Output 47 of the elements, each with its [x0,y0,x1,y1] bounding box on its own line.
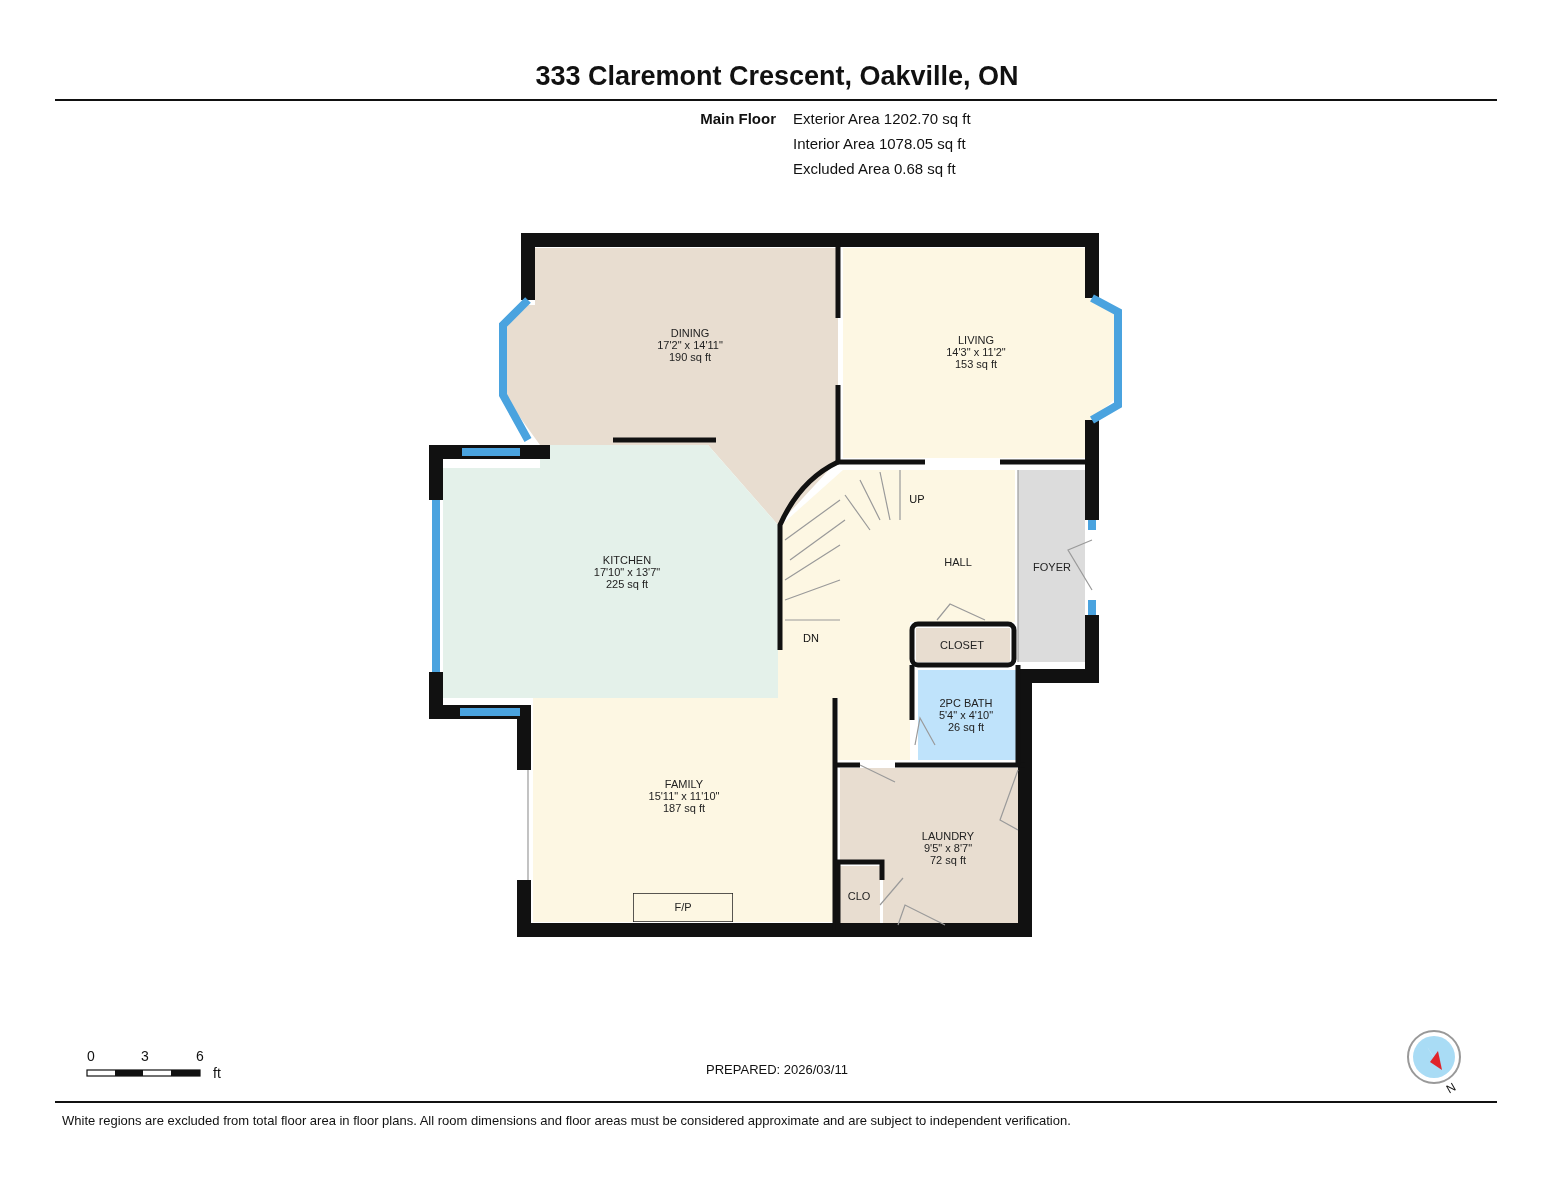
prepared-date: PREPARED: 2026/03/11 [706,1061,848,1080]
disclaimer-note: White regions are excluded from total floor area in floor plans. All room dimensions and floor areas must be considered approximate and are subject to independent verification. [62,1112,1071,1131]
foyer-area [1018,470,1085,662]
living-room [843,248,1114,458]
room-dimensions: 15'11" x 11'10" [648,790,720,802]
room-name: DINING [670,327,710,339]
room-name: KITCHEN [602,554,652,566]
room-area: 72 sq ft [929,854,967,866]
closet-room [916,628,1010,662]
room-name: FAMILY [664,778,704,790]
room-dimensions: 14'3" x 11'2" [946,346,1006,358]
area-value: Excluded Area 0.68 sq ft [793,158,956,179]
area-value: Exterior Area 1202.70 sq ft [793,108,971,129]
room-name: 2PC BATH [939,697,993,709]
floor-name: Main Floor [700,108,776,129]
room-area: 153 sq ft [954,358,998,370]
hall-area [778,470,1015,760]
scale-number: 6 [196,1046,204,1066]
dining-room [506,248,838,525]
family-room [533,698,833,922]
room-name: LAUNDRY [921,830,975,842]
room-name: LIVING [957,334,995,346]
room-name: HALL [944,556,972,568]
scale-number: 3 [141,1046,149,1066]
closet-room [840,866,880,925]
room-name: CLOSET [940,639,984,651]
area-value: Interior Area 1078.05 sq ft [793,133,966,154]
stair-direction: UP [909,491,925,507]
room-dimensions: 17'2" x 14'11" [657,339,723,351]
room-name: F/P [674,901,692,913]
compass-letter: N [1442,1078,1460,1098]
bathroom [918,670,1016,760]
scale-number: 0 [87,1046,95,1066]
room-name: FOYER [1033,561,1071,573]
room-name: CLO [847,890,871,902]
room-dimensions: 9'5" x 8'7" [923,842,973,854]
kitchen-room [443,445,778,698]
stair-direction: DN [803,630,819,646]
room-area: 26 sq ft [947,721,985,733]
room-area: 225 sq ft [605,578,649,590]
fireplace [633,893,733,922]
plan-title: 333 Claremont Crescent, Oakville, ON [535,60,1019,93]
room-dimensions: 5'4" x 4'10" [938,709,994,721]
room-dimensions: 17'10" x 13'7" [593,566,661,578]
room-area: 190 sq ft [668,351,712,363]
room-area: 187 sq ft [662,802,706,814]
scale-unit: ft [213,1063,221,1083]
